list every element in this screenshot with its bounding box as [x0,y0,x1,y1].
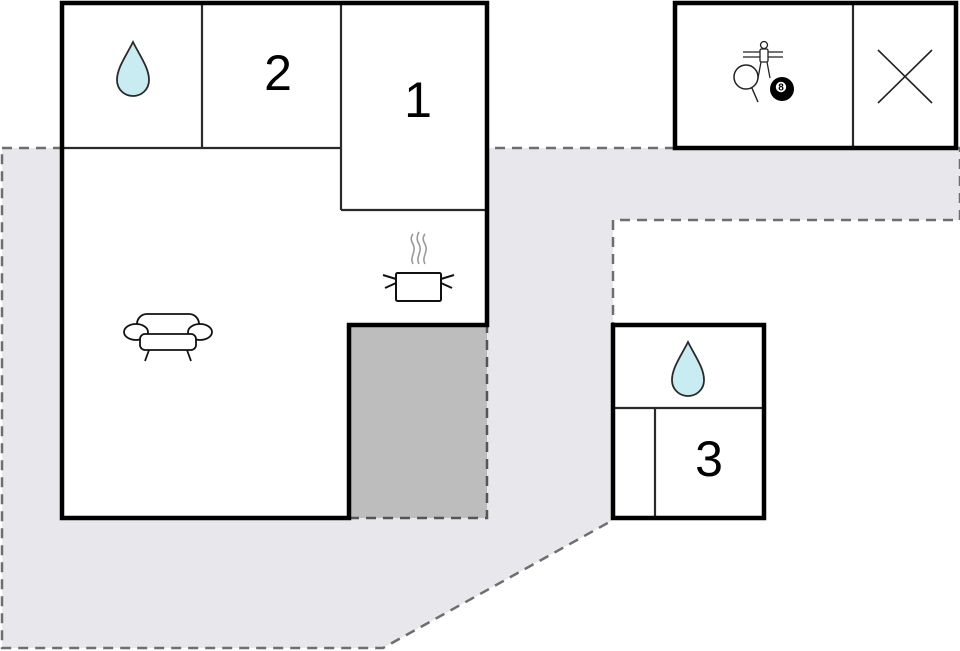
bedroom-3-label: 3 [695,431,723,487]
inner-walls [62,3,487,212]
main-house-fill [62,3,487,518]
bedroom-1-label: 1 [404,72,432,128]
annex-building: 8 [672,0,959,151]
annex-outer-wall [672,0,959,151]
cross-icon [877,49,933,104]
cooking-pot-icon [382,231,455,302]
main-house: 2 1 [59,0,490,521]
bedroom-2-label: 2 [264,45,292,101]
sofa-icon [123,313,213,362]
billiard-ball-number: 8 [778,83,784,94]
annex-fill [675,3,956,148]
annex-bedroom-building: 3 [610,322,767,521]
main-house-outer-wall [59,0,490,521]
water-drop-icon [671,339,705,397]
annex-bedroom-outer-wall [610,322,767,521]
water-drop-icon [116,39,150,97]
games-icon: 8 [733,40,794,103]
billiard-ball-icon: 8 [770,77,794,101]
steam-icon [410,231,427,265]
ping-pong-paddle-icon [733,64,759,103]
covered-area [347,323,489,520]
